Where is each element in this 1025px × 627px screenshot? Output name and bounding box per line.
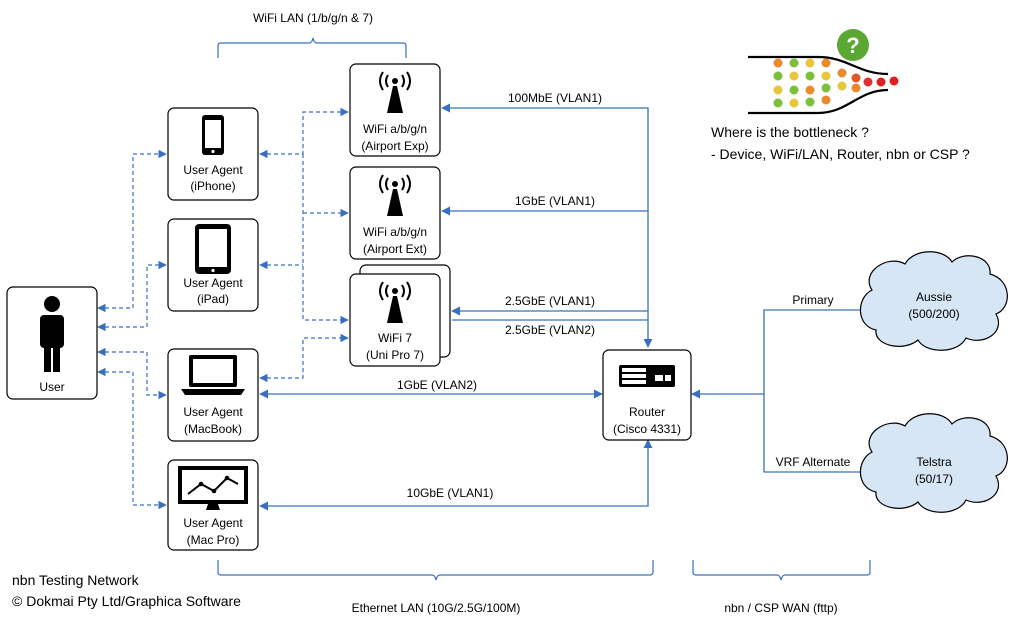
wan-label: nbn / CSP WAN (fttp) — [724, 601, 837, 615]
user-agent-links — [97, 149, 167, 510]
telstra-cloud[interactable]: Telstra (50/17) — [859, 413, 1008, 513]
wifi7-label-line2: (Uni Pro 7) — [366, 348, 424, 362]
monitor-chart-icon — [178, 466, 248, 510]
macpro-label-line1: User Agent — [183, 516, 243, 530]
airport-exp-label-line1: WiFi a/b/g/n — [363, 122, 427, 136]
wan-brace — [692, 560, 871, 581]
aussie-label-line2: (500/200) — [908, 307, 959, 321]
footer-title: nbn Testing Network — [12, 572, 140, 588]
laptop-icon — [181, 355, 245, 395]
ipad-label-line2: (iPad) — [197, 292, 229, 306]
link-label-macpro: 10GbE (VLAN1) — [407, 486, 494, 500]
wifi7-node[interactable]: WiFi 7 (Uni Pro 7) — [349, 264, 451, 367]
user-node[interactable]: User — [6, 286, 98, 400]
smartphone-icon — [202, 115, 224, 155]
airport-ext-label-line1: WiFi a/b/g/n — [363, 225, 427, 239]
router-icon — [619, 365, 675, 387]
link-label-ap-exp: 100MbE (VLAN1) — [508, 91, 602, 105]
router-label-line2: (Cisco 4331) — [613, 422, 681, 436]
link-label-wifi7-vlan2: 2.5GbE (VLAN2) — [505, 323, 595, 337]
user-label: User — [39, 380, 64, 394]
iphone-label-line1: User Agent — [183, 163, 243, 177]
link-label-ap-ext: 1GbE (VLAN1) — [515, 194, 595, 208]
macpro-label-line2: (Mac Pro) — [187, 533, 240, 547]
bottleneck-question: Where is the bottleneck ? — [711, 124, 869, 140]
wireless-tower-icon — [379, 281, 411, 323]
ethernet-lan-brace — [217, 560, 654, 581]
macbook-label-line2: (MacBook) — [184, 422, 242, 436]
ethernet-lan-label: Ethernet LAN (10G/2.5G/100M) — [352, 601, 521, 615]
agent-wifi-links — [259, 107, 349, 383]
link-label-macbook: 1GbE (VLAN2) — [397, 378, 477, 392]
wifi-lan-brace — [217, 37, 407, 58]
router-label-line1: Router — [629, 405, 665, 419]
router-links — [259, 103, 869, 511]
iphone-label-line2: (iPhone) — [190, 179, 235, 193]
macbook-label-line1: User Agent — [183, 405, 243, 419]
airport-exp-label-line2: (Airport Exp) — [361, 139, 428, 153]
person-icon — [40, 296, 64, 372]
link-label-primary: Primary — [792, 293, 833, 307]
link-label-alternate: VRF Alternate — [776, 455, 851, 469]
wireless-tower-icon — [379, 174, 411, 216]
bottleneck-options: - Device, WiFi/LAN, Router, nbn or CSP ? — [711, 146, 970, 162]
footer-copyright: © Dokmai Pty Ltd/Graphica Software — [12, 593, 241, 609]
aussie-cloud[interactable]: Aussie (500/200) — [859, 251, 1008, 351]
wifi7-label-line1: WiFi 7 — [378, 331, 412, 345]
macpro-node[interactable]: User Agent (Mac Pro) — [167, 459, 259, 551]
aussie-label-line1: Aussie — [916, 290, 952, 304]
question-badge-icon: ? — [837, 29, 869, 61]
airport-ext-label-line2: (Airport Ext) — [363, 242, 427, 256]
ipad-label-line1: User Agent — [183, 276, 243, 290]
ipad-node[interactable]: User Agent (iPad) — [167, 218, 259, 312]
telstra-label-line2: (50/17) — [915, 472, 953, 486]
router-node[interactable]: Router (Cisco 4331) — [602, 349, 692, 441]
question-mark: ? — [846, 33, 859, 58]
wireless-tower-icon — [379, 71, 411, 113]
airport-ext-node[interactable]: WiFi a/b/g/n (Airport Ext) — [349, 166, 441, 260]
airport-exp-node[interactable]: WiFi a/b/g/n (Airport Exp) — [349, 63, 441, 157]
link-label-wifi7-vlan1: 2.5GbE (VLAN1) — [505, 294, 595, 308]
macbook-node[interactable]: User Agent (MacBook) — [167, 348, 259, 442]
tablet-icon — [195, 224, 231, 274]
telstra-label-line1: Telstra — [916, 455, 952, 469]
bottleneck-funnel-icon — [748, 55, 899, 115]
iphone-node[interactable]: User Agent (iPhone) — [167, 107, 259, 201]
wifi-lan-label: WiFi LAN (1/b/g/n & 7) — [253, 11, 373, 25]
